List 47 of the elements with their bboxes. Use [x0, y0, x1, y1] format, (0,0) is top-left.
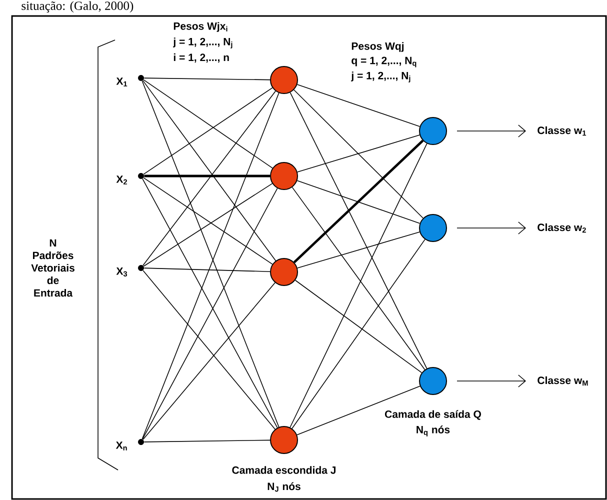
neuron-circle [419, 367, 447, 395]
connection-line [292, 186, 426, 370]
connection-line [144, 174, 270, 178]
class-label: Classe w$_{M}$ [538, 376, 588, 386]
input-label: X$_{2}$ [116, 176, 128, 184]
weights-label: q = 1, 2,..., N$_{q}$ [352, 56, 416, 68]
weights-label: j = 1, 2,..., N$_{j}$ [351, 72, 410, 82]
class-label: Classe w$_{1}$ [538, 126, 586, 136]
input-label: X$_{1}$ [116, 78, 128, 86]
connection-line [144, 440, 270, 442]
arrow [456, 124, 526, 138]
connection-line [143, 79, 273, 168]
connection-line [296, 84, 420, 127]
layer-label: N$_{q}$ nós [416, 426, 450, 436]
connection-line [294, 89, 424, 219]
weights-label: i = 1, 2,..., n [174, 53, 229, 63]
connection-line [290, 92, 428, 369]
connection-line [293, 140, 424, 264]
connection-line [292, 239, 426, 429]
input-label: X$_{3}$ [116, 268, 128, 276]
arrow [456, 222, 526, 234]
connection-line [294, 280, 422, 374]
layer-label: Camada escondida J [232, 466, 336, 474]
layer-label: Camada de saída Q [385, 410, 481, 420]
caption-text: situação: (Galo, 2000) [22, 1, 134, 13]
layer-label: N$_{J}$ nós [268, 482, 300, 492]
connection-line [296, 180, 420, 224]
neuron-circle [270, 426, 298, 454]
connection-line [144, 268, 270, 272]
weights-label: Pesos Wjx$_{i}$ [174, 22, 228, 32]
neuron-circle [270, 66, 298, 94]
bracket-label: N Padrões Vetoriais de Entrada [31, 239, 74, 297]
connection-line [296, 386, 420, 436]
connection-line [144, 78, 270, 80]
weights-label: Pesos Wqj [352, 42, 404, 52]
class-label: Classe w$_{2}$ [538, 223, 586, 233]
connection-line [297, 232, 420, 268]
arrow [456, 374, 526, 388]
connection-line [290, 143, 428, 428]
neuron-circle [270, 258, 298, 286]
connection-line [297, 134, 420, 172]
weights-label: j = 1, 2,..., N$_{j}$ [173, 38, 232, 48]
neuron-circle [270, 162, 298, 190]
neuron-circle [419, 117, 447, 145]
input-label: X$_{n}$ [116, 442, 127, 450]
neuron-circle [419, 214, 447, 242]
connection-line [143, 87, 273, 175]
